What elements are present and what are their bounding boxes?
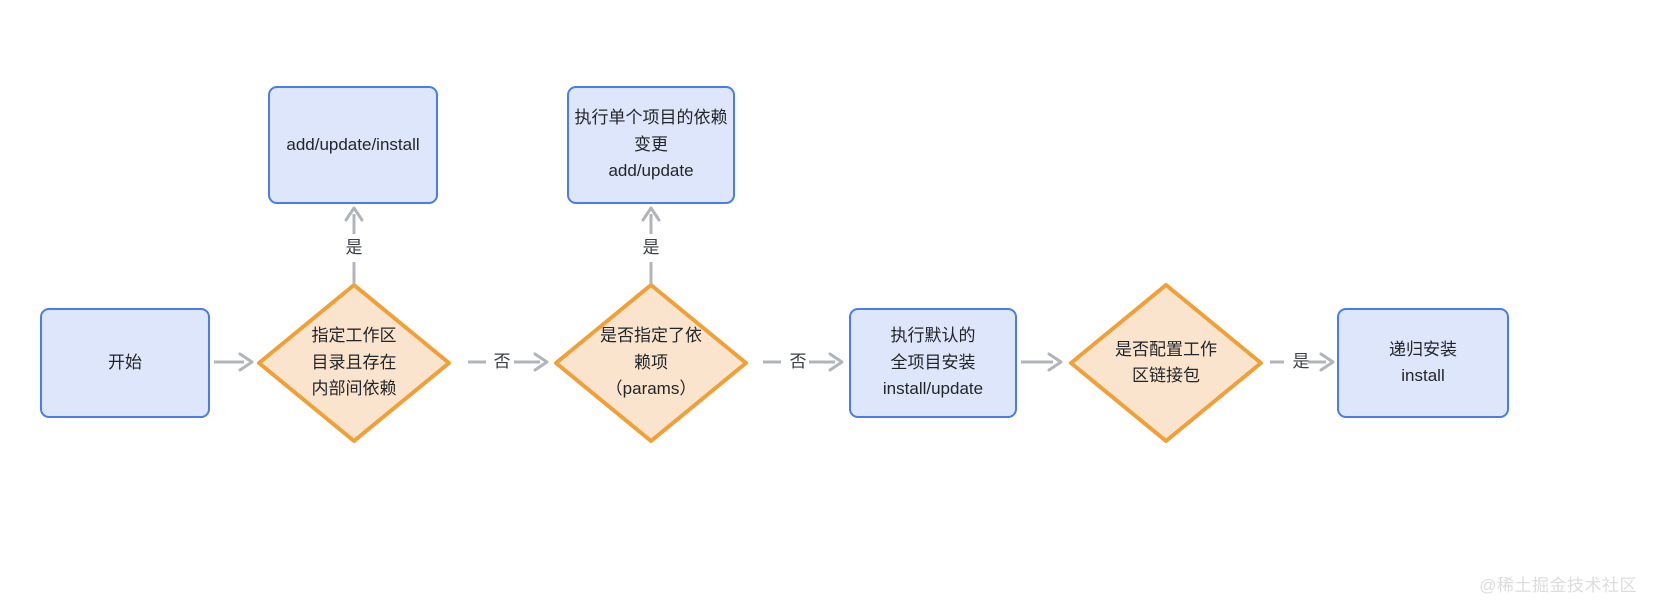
diamond-shape [1069, 283, 1263, 443]
node-decision-deps-label: 是否指定了依 赖项 （params） [600, 326, 702, 399]
node-single-project-label: 执行单个项目的依赖 变更 add/update [574, 108, 728, 181]
node-decision-deps[interactable]: 是否指定了依 赖项 （params） [553, 282, 749, 444]
node-decision-workspace[interactable]: 指定工作区 目录且存在 内部间依赖 [256, 282, 452, 444]
node-default-install-label: 执行默认的 全项目安装 install/update [882, 326, 984, 399]
node-start-label: 开始 [108, 352, 142, 372]
diamond-shape [257, 283, 451, 443]
node-decision-link[interactable]: 是否配置工作 区链接包 [1068, 282, 1264, 444]
connector-default-install-to-decision-link [1021, 348, 1069, 376]
node-single-project[interactable]: 执行单个项目的依赖 变更 add/update [567, 86, 735, 204]
node-decision-link-label: 是否配置工作 区链接包 [1115, 339, 1217, 385]
connector-decision-link-yes [1264, 348, 1338, 376]
edge-label-decision-deps-no: 否 [789, 352, 807, 371]
node-default-install[interactable]: 执行默认的 全项目安装 install/update [849, 308, 1017, 418]
edge-label-decision-link-yes: 是 [1292, 352, 1310, 371]
node-add-update-install-label: add/update/install [286, 134, 420, 154]
connector-decision-deps-no [749, 348, 849, 376]
node-start[interactable]: 开始 [40, 308, 210, 418]
connector-start-to-decision-workspace [214, 348, 258, 376]
node-decision-workspace-label: 指定工作区 目录且存在 内部间依赖 [311, 326, 397, 399]
node-add-update-install[interactable]: add/update/install [268, 86, 438, 204]
connector-decision-workspace-no [452, 348, 553, 376]
watermark: @稀土掘金技术社区 [1479, 576, 1637, 595]
connector-decision-deps-yes [637, 204, 665, 284]
edge-label-decision-workspace-yes: 是 [345, 238, 363, 257]
edge-label-decision-deps-yes: 是 [642, 238, 660, 257]
node-recursive-install-label: 递归安装 install [1389, 339, 1457, 385]
node-recursive-install[interactable]: 递归安装 install [1337, 308, 1509, 418]
edge-label-decision-workspace-no: 否 [493, 352, 511, 371]
connector-decision-workspace-yes [340, 204, 368, 284]
diamond-shape [554, 283, 748, 443]
